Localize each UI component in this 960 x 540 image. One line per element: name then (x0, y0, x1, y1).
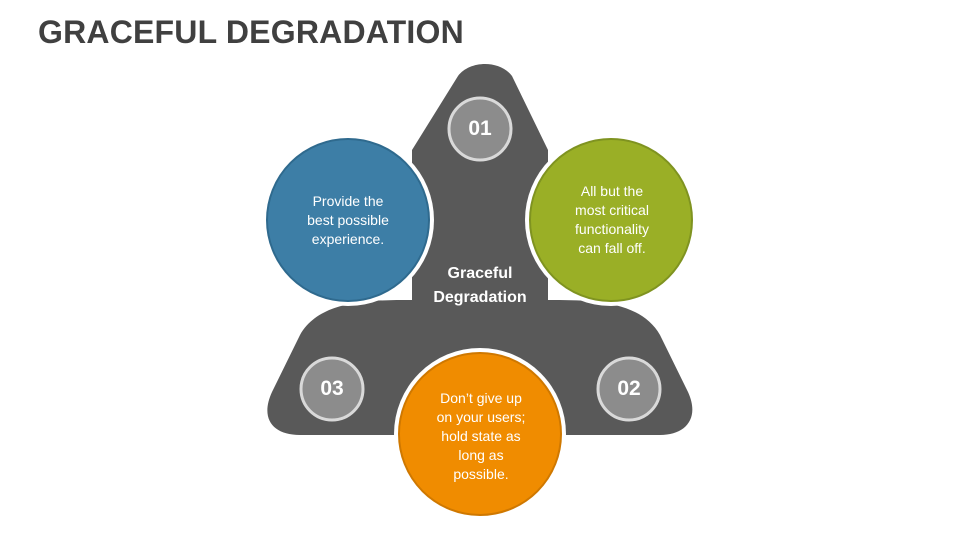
center-label-line1: Graceful (447, 265, 513, 282)
circle-blue-text: Provide the best possible experience. (307, 192, 389, 247)
circle-orange-text: Don’t give up on your users; hold state … (436, 389, 526, 482)
step-number-01: 01 (468, 117, 492, 140)
center-label-line2: Degradation (433, 289, 527, 306)
circle-green (529, 138, 693, 302)
circle-green-text: All but the most critical functionality … (575, 183, 649, 256)
circle-orange (398, 352, 562, 516)
step-number-02: 02 (617, 377, 641, 400)
circle-blue (266, 138, 430, 302)
central-shape (267, 64, 693, 435)
step-number-03: 03 (320, 377, 344, 400)
center-label: Graceful Degradation (420, 262, 540, 310)
badge-03 (299, 356, 365, 422)
badge-02 (596, 356, 662, 422)
badge-01 (447, 96, 513, 162)
page-title: GRACEFUL DEGRADATION (38, 14, 464, 50)
